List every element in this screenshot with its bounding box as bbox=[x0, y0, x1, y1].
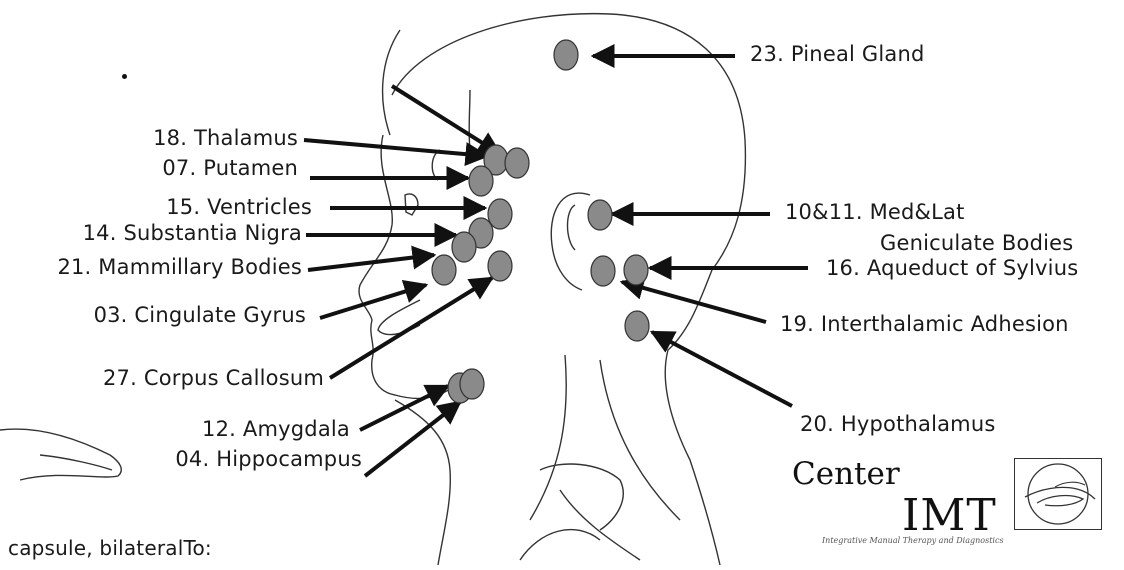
label-aqueduct-of-sylvius: 16. Aqueduct of Sylvius bbox=[826, 256, 1078, 280]
label-cingulate-gyrus: 03. Cingulate Gyrus bbox=[94, 303, 306, 327]
label-putamen: 07. Putamen bbox=[162, 156, 298, 180]
marker-putamen bbox=[469, 166, 493, 196]
marker-geniculate bbox=[588, 200, 612, 230]
center-imt-logo: Center IMT Integrative Manual Therapy an… bbox=[792, 456, 1108, 556]
logo-imt-text: IMT bbox=[902, 490, 997, 541]
marker-corpus bbox=[488, 251, 512, 281]
arrow-hippocampus bbox=[365, 402, 460, 476]
marker-hippocampus bbox=[460, 369, 484, 399]
bottom-caption: capsule, bilateralTo: bbox=[8, 536, 212, 560]
arrow-thalamus bbox=[304, 140, 487, 156]
arrow-cingulate bbox=[320, 285, 426, 318]
label-corpus-callosum: 27. Corpus Callosum bbox=[103, 366, 324, 390]
label-pineal-gland: 23. Pineal Gland bbox=[750, 42, 925, 66]
logo-tagline: Integrative Manual Therapy and Diagnosti… bbox=[822, 536, 1004, 545]
logo-emblem-icon bbox=[1014, 458, 1102, 530]
arrow-hypothalamus bbox=[652, 332, 792, 406]
label-geniculate-1: 10&11. Med&Lat bbox=[785, 200, 965, 224]
label-interthalamic-adhesion: 19. Interthalamic Adhesion bbox=[780, 312, 1069, 336]
marker-ventricles bbox=[488, 199, 512, 229]
structure-markers bbox=[432, 40, 649, 403]
arrow-corpus bbox=[330, 278, 492, 378]
arrow-diagonal bbox=[392, 86, 500, 154]
logo-center-text: Center bbox=[792, 456, 900, 492]
label-mammillary-bodies: 21. Mammillary Bodies bbox=[57, 255, 302, 279]
marker-interthalamic bbox=[591, 256, 615, 286]
marker-thalamus-b bbox=[505, 148, 529, 178]
label-thalamus: 18. Thalamus bbox=[153, 126, 298, 150]
marker-mammillary-b bbox=[432, 255, 456, 285]
label-hypothalamus: 20. Hypothalamus bbox=[800, 412, 996, 436]
marker-aqueduct bbox=[624, 255, 648, 285]
label-substantia-nigra: 14. Substantia Nigra bbox=[83, 221, 302, 245]
marker-mammillary-a bbox=[452, 232, 476, 262]
label-hippocampus: 04. Hippocampus bbox=[175, 447, 362, 471]
head-outline bbox=[0, 14, 745, 565]
label-ventricles: 15. Ventricles bbox=[166, 195, 312, 219]
label-amygdala: 12. Amygdala bbox=[202, 417, 350, 441]
marker-hypothalamus bbox=[625, 311, 649, 341]
label-geniculate-2: Geniculate Bodies bbox=[880, 231, 1073, 255]
stray-dot bbox=[122, 74, 127, 79]
marker-pineal bbox=[554, 40, 578, 70]
leader-arrows bbox=[304, 56, 808, 476]
